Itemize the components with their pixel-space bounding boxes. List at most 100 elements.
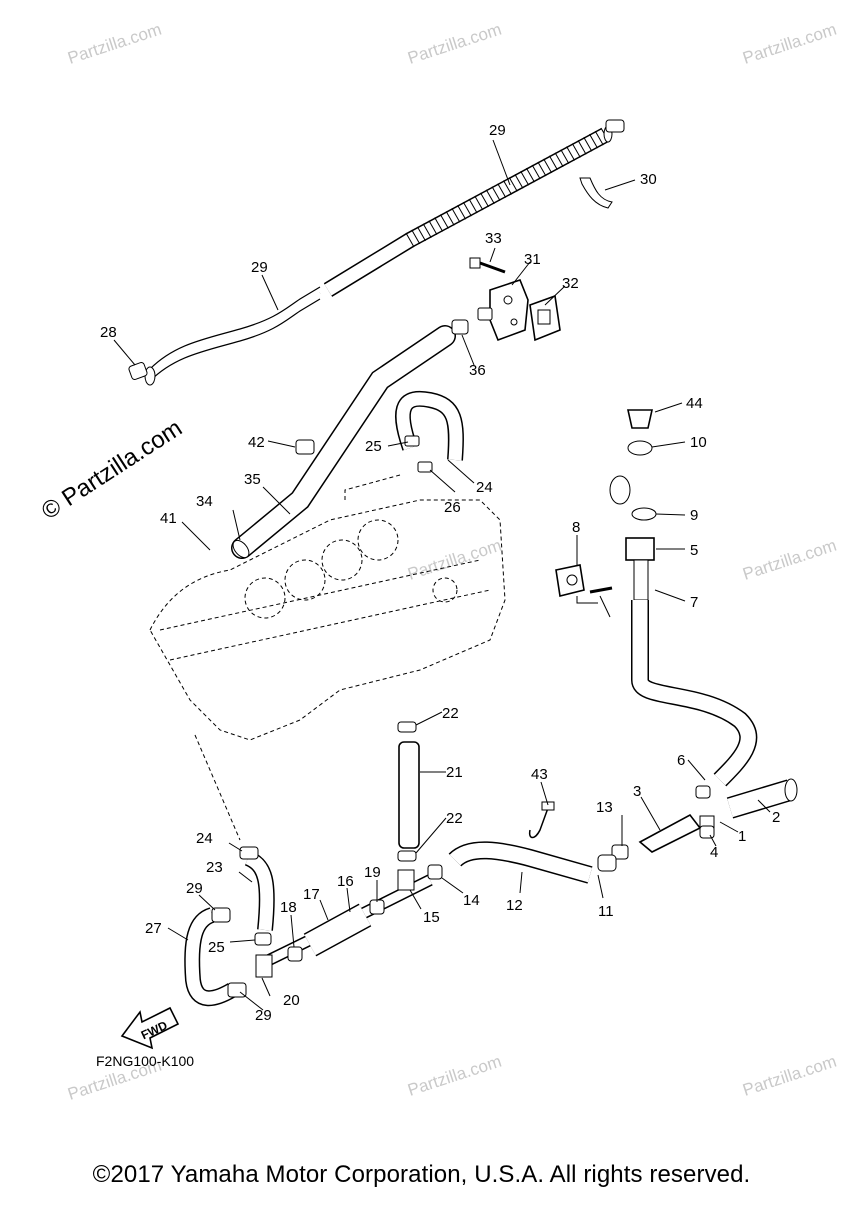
- hose-corrugation: [571, 143, 581, 158]
- part-filler-neck: [609, 409, 758, 787]
- part-gasket-35: [529, 294, 561, 342]
- callout-5: 5: [690, 542, 698, 559]
- hose-corrugation: [577, 140, 587, 155]
- callout-11: 11: [598, 903, 614, 920]
- callout-32: 29: [489, 122, 506, 139]
- hose-corrugation: [485, 189, 495, 205]
- hose-corrugation: [480, 192, 489, 208]
- hose-corrugation: [583, 137, 593, 152]
- callout-28: 27: [145, 920, 162, 937]
- callout-30: 28: [100, 324, 117, 341]
- hose-corrugation: [405, 232, 415, 248]
- callout-8: 8: [572, 519, 580, 536]
- hose-corrugation: [548, 155, 558, 171]
- callout-12: 12: [506, 897, 523, 914]
- callout-18: 18: [280, 899, 297, 916]
- hose-corrugation: [428, 220, 438, 235]
- callout-1: 1: [738, 828, 746, 845]
- callout-6: 6: [677, 752, 685, 769]
- copyright-notice: ©2017 Yamaha Motor Corporation, U.S.A. A…: [92, 1161, 751, 1188]
- part-clamp-30: [128, 362, 148, 380]
- watermark-tile: Partzilla.com: [740, 1052, 838, 1100]
- callout-4: 4: [710, 844, 718, 861]
- watermark-tile: Partzilla.com: [740, 20, 838, 68]
- part-clamp-39: [451, 319, 469, 335]
- hose-corrugation: [560, 149, 570, 164]
- callout-35: 32: [562, 275, 579, 292]
- hose-corrugation: [468, 198, 478, 214]
- watermark-tile: Partzilla.com: [65, 20, 163, 68]
- callout-23: 23: [206, 859, 223, 876]
- engine-block-outline: [149, 474, 506, 841]
- part-bolt-36: [469, 257, 506, 274]
- part-clamps-4-6-13: [611, 785, 715, 860]
- callout-39: 36: [469, 362, 486, 379]
- hose-corrugation: [445, 211, 455, 226]
- part-clamp-26-27: [295, 435, 433, 473]
- hose-corrugation: [526, 167, 535, 183]
- part-clip-42: [528, 801, 555, 839]
- callout-20: 20: [283, 992, 300, 1009]
- hose-corrugation: [508, 177, 518, 192]
- hose-corrugation: [434, 217, 444, 232]
- hose-corrugation: [491, 186, 501, 201]
- callout-26: 25: [365, 438, 382, 455]
- callout-9: 9: [690, 507, 698, 524]
- part-hose-31-32: [144, 125, 613, 386]
- callout-43: 44: [686, 395, 703, 412]
- callout-19: 19: [364, 864, 381, 881]
- callout-34: 31: [524, 251, 541, 268]
- fwd-arrow: FWD: [120, 1006, 180, 1050]
- part-joint-3: [638, 813, 715, 853]
- part-hose-28: [184, 907, 247, 1007]
- hose-corrugation: [474, 195, 484, 211]
- callout-24-bottom: 25: [208, 939, 225, 956]
- hose-corrugation: [514, 174, 524, 189]
- hose-corrugation: [566, 146, 576, 161]
- callout-10: 10: [690, 434, 707, 451]
- callout-15: 15: [423, 909, 440, 926]
- callout-29-top: 29: [186, 880, 203, 897]
- hose-corrugation: [411, 229, 421, 245]
- hose-corrugation: [439, 214, 449, 229]
- callout-29-bottom: 29: [255, 1007, 272, 1024]
- callout-36: 33: [485, 230, 502, 247]
- callout-24-top: 24: [196, 830, 213, 847]
- callout-22-bottom: 22: [446, 810, 463, 827]
- hose-corrugation: [537, 161, 547, 177]
- hose-corrugation: [457, 204, 467, 220]
- callout-31: 29: [251, 259, 268, 276]
- hose-corrugation: [422, 223, 432, 238]
- callout-14: 14: [463, 892, 480, 909]
- hose-corrugation: [503, 180, 512, 195]
- callout-3: 3: [633, 783, 641, 800]
- hose-corrugation: [451, 208, 461, 223]
- callout-17: 17: [303, 886, 320, 903]
- callout-40: 41: [160, 510, 177, 527]
- part-bracket-8: [555, 564, 613, 597]
- part-hose-11-12: [448, 841, 617, 884]
- leader-lines: [113, 139, 771, 1011]
- hose-corrugation: [520, 170, 530, 186]
- part-hose-2: [726, 778, 798, 819]
- part-hose-23: [239, 846, 275, 946]
- part-clamp-33: [579, 119, 625, 209]
- callout-labels: 29 30 29 28 33 31 32 36 44 10 9 5 7 8 25…: [100, 122, 780, 1024]
- watermark-tile: Partzilla.com: [405, 536, 503, 584]
- part-manifold-lower: [255, 864, 443, 978]
- callout-2: 2: [772, 809, 780, 826]
- callout-38: 35: [244, 471, 261, 488]
- watermark-tiles: Partzilla.com Partzilla.com Partzilla.co…: [65, 20, 838, 1104]
- callout-25: 24: [476, 479, 493, 496]
- part-valve-34: [477, 279, 529, 342]
- callout-21: 21: [446, 764, 463, 781]
- hose-corrugation: [497, 183, 507, 198]
- watermark-tile: Partzilla.com: [740, 536, 838, 584]
- hose-corrugation: [531, 164, 541, 180]
- callout-16: 16: [337, 873, 354, 890]
- callout-22-top: 22: [442, 705, 459, 722]
- part-hose-21: [397, 721, 420, 862]
- callout-27: 26: [444, 499, 461, 516]
- watermark-tile: Partzilla.com: [405, 20, 503, 68]
